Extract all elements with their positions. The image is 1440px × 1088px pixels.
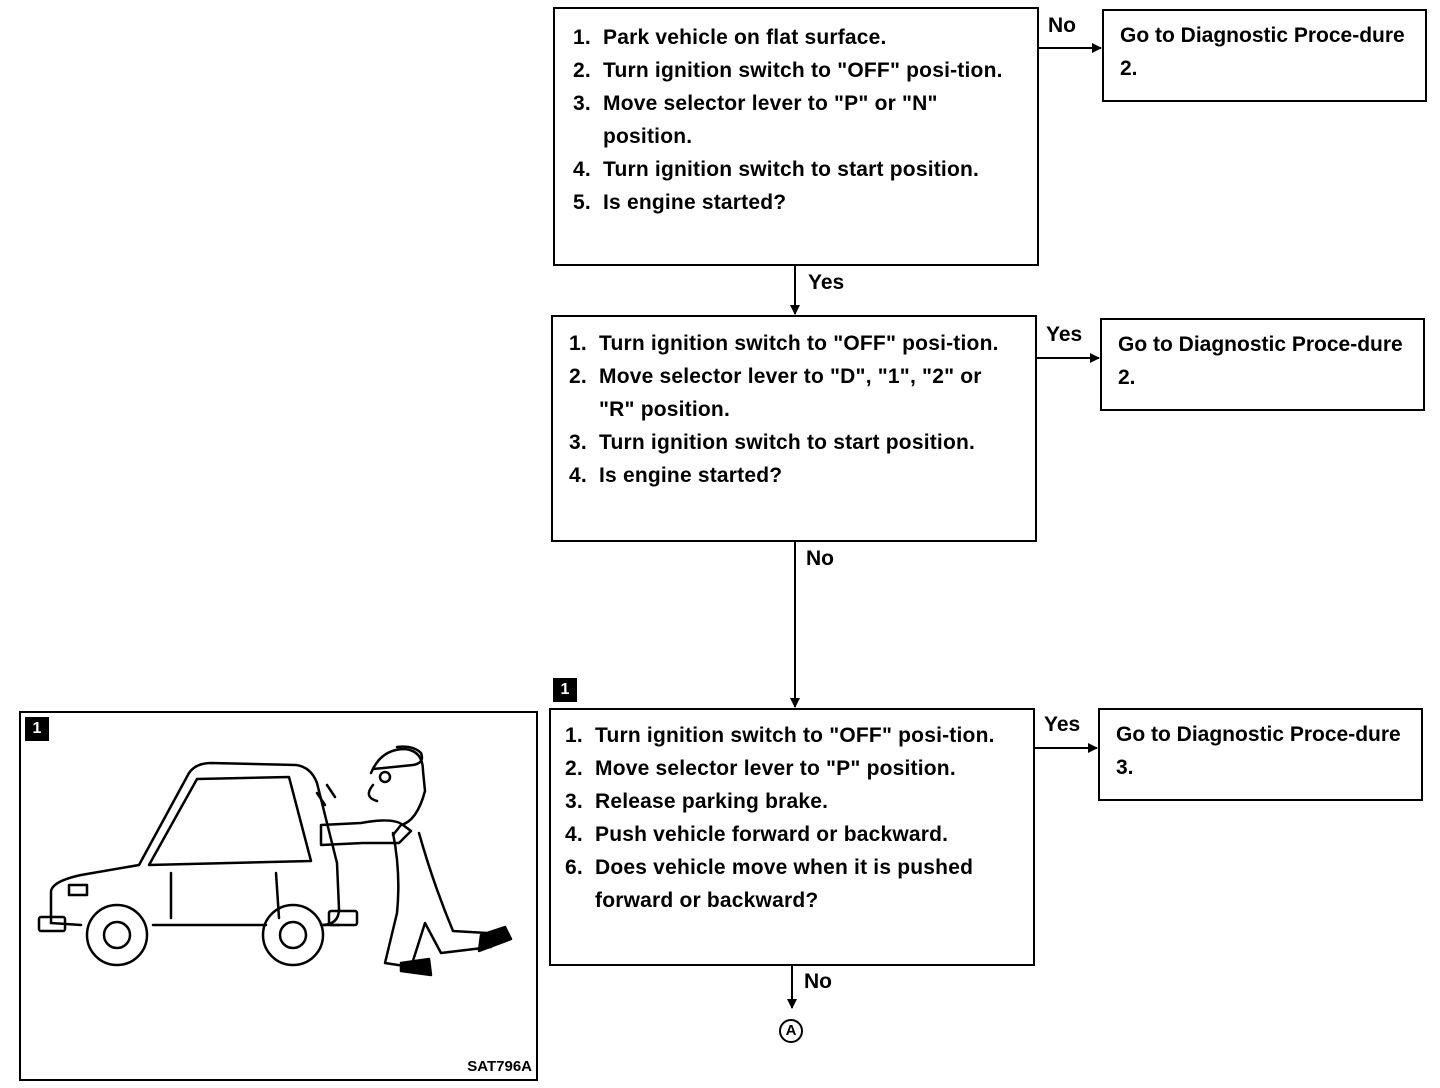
box3-yes-label: Yes	[1044, 713, 1081, 736]
step-item: 1.Turn ignition switch to "OFF" posi-tio…	[569, 332, 999, 355]
box1-no-label: No	[1048, 14, 1076, 37]
illustration-badge: 1	[25, 717, 49, 741]
step-item: 1.Turn ignition switch to "OFF" posi-tio…	[565, 724, 995, 747]
box2-no-label: No	[806, 547, 834, 570]
step-item: 3.Release parking brake.	[565, 790, 829, 813]
step-item: 5.Is engine started?	[573, 191, 787, 214]
box2-yes-target: Go to Diagnostic Proce-dure 2.	[1100, 318, 1425, 411]
front-wheel	[85, 903, 149, 967]
step-box-3: 1.Turn ignition switch to "OFF" posi-tio…	[549, 708, 1035, 966]
step-box-2: 1.Turn ignition switch to "OFF" posi-tio…	[551, 315, 1037, 542]
box2-yes-label: Yes	[1046, 323, 1083, 346]
illustration-panel: 1	[19, 711, 538, 1081]
push-car-illustration	[37, 745, 513, 977]
step-list-1: 1.Park vehicle on flat surface. 2.Turn i…	[573, 21, 1019, 219]
step-box-1: 1.Park vehicle on flat surface. 2.Turn i…	[553, 7, 1039, 266]
step-item: 2.Move selector lever to "P" position.	[565, 757, 956, 780]
figure-code: SAT796A	[467, 1058, 532, 1075]
step-item: 2.Move selector lever to "D", "1", "2" o…	[569, 365, 982, 421]
step-item: 3.Turn ignition switch to start position…	[569, 431, 976, 454]
mechanic-figure	[369, 747, 427, 837]
car-body	[49, 761, 341, 927]
step-item: 4.Is engine started?	[569, 464, 783, 487]
step-list-3: 1.Turn ignition switch to "OFF" posi-tio…	[565, 719, 1019, 917]
step-item: 2.Turn ignition switch to "OFF" posi-tio…	[573, 59, 1003, 82]
box3-no-label: No	[804, 970, 832, 993]
box1-no-target: Go to Diagnostic Proce-dure 2.	[1102, 9, 1427, 102]
step-item: 4.Turn ignition switch to start position…	[573, 158, 980, 181]
step-item: 4.Push vehicle forward or backward.	[565, 823, 949, 846]
connector-a: A	[779, 1019, 803, 1043]
step-item: 6.Does vehicle move when it is pushed fo…	[565, 856, 974, 912]
step-item: 1.Park vehicle on flat surface.	[573, 26, 887, 49]
box3-yes-target: Go to Diagnostic Proce-dure 3.	[1098, 708, 1423, 801]
step-3-badge: 1	[553, 678, 577, 702]
step-item: 3.Move selector lever to "P" or "N" posi…	[573, 92, 938, 148]
step-list-2: 1.Turn ignition switch to "OFF" posi-tio…	[569, 327, 1019, 492]
rear-wheel	[261, 903, 325, 967]
box1-yes-label: Yes	[808, 271, 845, 294]
